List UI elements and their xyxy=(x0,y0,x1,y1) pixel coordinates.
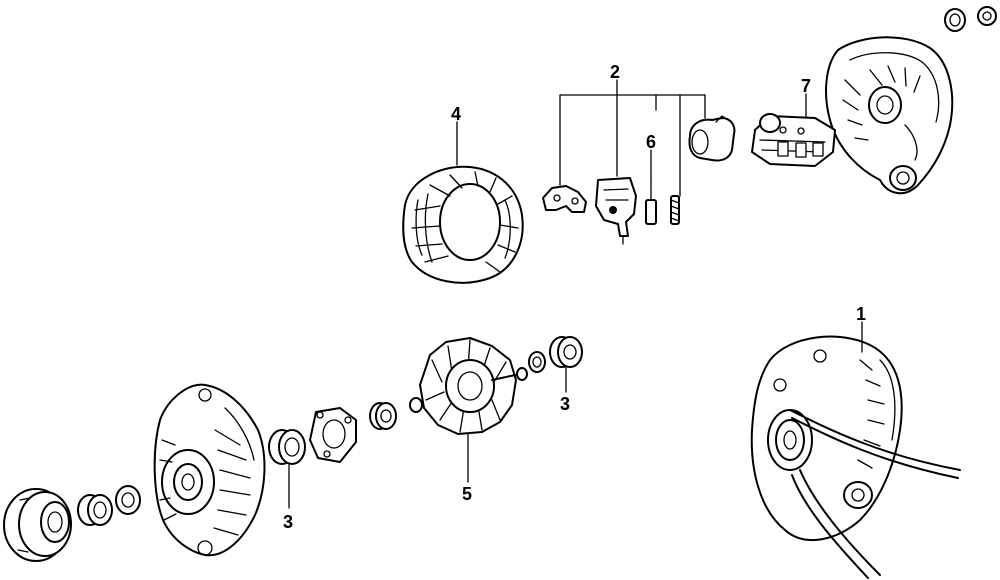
front-bearing-part xyxy=(268,429,306,465)
callout-3-front-bearing: 3 xyxy=(283,512,293,532)
callout-3-rear-bearing: 3 xyxy=(560,394,570,414)
spacer-ring-part xyxy=(369,402,397,430)
alternator-assembly-part xyxy=(750,335,903,542)
terminal-nut-part xyxy=(944,6,997,32)
rotor-part xyxy=(409,337,528,435)
rear-spacer-part xyxy=(528,351,546,373)
brush-holder-cover-part xyxy=(688,115,736,162)
callout-5: 5 xyxy=(462,484,472,504)
stator-part xyxy=(402,165,524,284)
leader-lines xyxy=(288,79,863,509)
callout-4: 4 xyxy=(451,104,461,124)
pulley-nut-part xyxy=(115,485,141,515)
callout-1: 1 xyxy=(856,304,866,324)
callout-2: 2 xyxy=(610,62,620,82)
brush-part xyxy=(645,179,657,225)
spacer-collar-part xyxy=(77,494,113,526)
rear-bearing-part xyxy=(549,336,583,368)
bearing-retainer-part xyxy=(309,407,357,463)
rear-end-frame-part xyxy=(825,36,954,195)
voltage-regulator-part xyxy=(595,177,637,245)
brush-spring-part xyxy=(670,195,680,225)
callout-6: 6 xyxy=(646,132,656,152)
terminal-insulator-part xyxy=(542,185,587,213)
rectifier-part xyxy=(751,113,836,167)
pulley-part xyxy=(3,488,72,562)
drive-end-frame-part xyxy=(153,383,266,557)
callout-7: 7 xyxy=(801,76,811,96)
drive-belt-part xyxy=(789,409,961,579)
